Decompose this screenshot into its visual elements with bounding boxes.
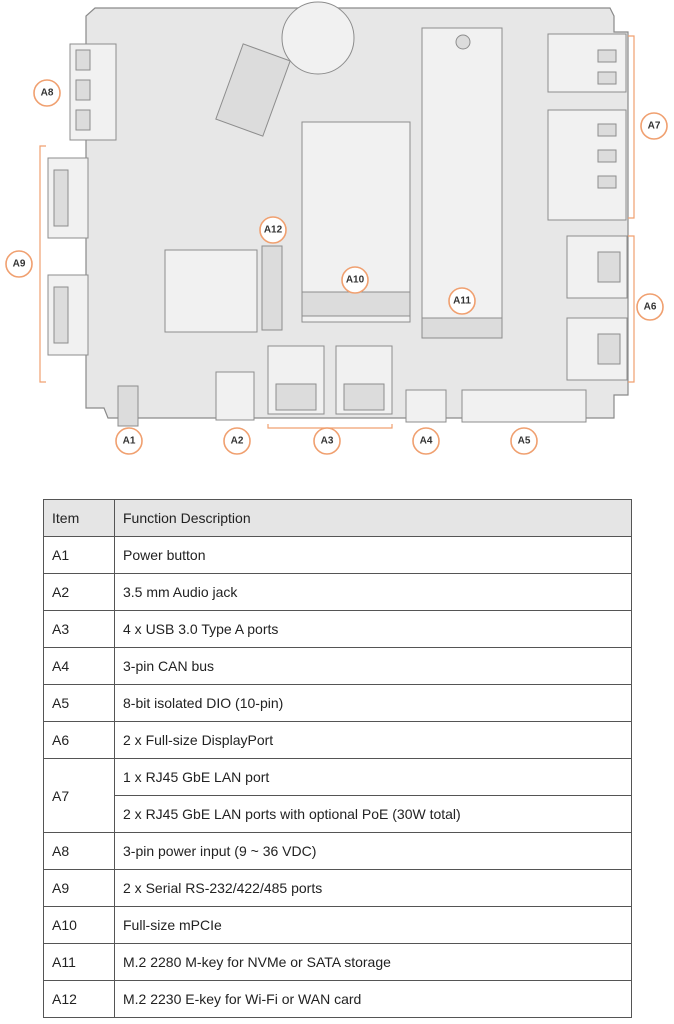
bracket-a7 bbox=[628, 35, 635, 219]
can-bus-connector bbox=[405, 389, 447, 423]
power-button bbox=[117, 385, 139, 427]
m2-2230-slot bbox=[261, 245, 283, 331]
bracket-a3 bbox=[267, 424, 393, 429]
lan-ports bbox=[547, 33, 627, 221]
callout-a8: A8 bbox=[33, 79, 61, 107]
svg-text:A2: A2 bbox=[231, 436, 244, 447]
description-cell: M.2 2280 M-key for NVMe or SATA storage bbox=[114, 943, 632, 981]
callout-a10: A10 bbox=[341, 266, 369, 294]
cpu-heatsink-area bbox=[164, 249, 258, 333]
description-cell: 8-bit isolated DIO (10-pin) bbox=[114, 684, 632, 722]
column-header-description: Function Description bbox=[114, 499, 632, 537]
item-cell: A6 bbox=[43, 721, 115, 759]
callout-a12: A12 bbox=[259, 216, 287, 244]
item-cell: A2 bbox=[43, 573, 115, 611]
item-cell: A12 bbox=[43, 980, 115, 1018]
svg-text:A12: A12 bbox=[264, 225, 283, 236]
board-diagram: A1 A2 A3 A4 A5 A6 A7 A8 A9 A10 A11 A12 bbox=[5, 1, 668, 455]
displayports bbox=[566, 235, 628, 381]
callout-a5: A5 bbox=[510, 427, 538, 455]
item-cell: A1 bbox=[43, 536, 115, 574]
description-cell: 2 x RJ45 GbE LAN ports with optional PoE… bbox=[114, 795, 632, 833]
callout-a3: A3 bbox=[313, 427, 341, 455]
svg-text:A6: A6 bbox=[644, 302, 657, 313]
item-cell: A9 bbox=[43, 869, 115, 907]
item-cell: A4 bbox=[43, 647, 115, 685]
svg-text:A7: A7 bbox=[648, 121, 661, 132]
table-row: 2 x RJ45 GbE LAN ports with optional PoE… bbox=[44, 795, 632, 833]
description-cell: Power button bbox=[114, 536, 632, 574]
svg-text:A1: A1 bbox=[123, 436, 136, 447]
item-cell: A10 bbox=[43, 906, 115, 944]
description-cell: 4 x USB 3.0 Type A ports bbox=[114, 610, 632, 648]
svg-text:A10: A10 bbox=[346, 275, 365, 286]
usb-ports bbox=[267, 345, 393, 415]
item-cell: A7 bbox=[43, 758, 115, 833]
dio-connector bbox=[461, 389, 587, 423]
coin-battery bbox=[281, 1, 355, 75]
svg-text:A8: A8 bbox=[41, 88, 54, 99]
item-cell: A8 bbox=[43, 832, 115, 870]
table-header-row: Item Function Description bbox=[43, 499, 632, 537]
description-cell: 2 x Full-size DisplayPort bbox=[114, 721, 632, 759]
description-cell: 2 x Serial RS-232/422/485 ports bbox=[114, 869, 632, 907]
callout-a6: A6 bbox=[636, 293, 664, 321]
callout-a7: A7 bbox=[640, 112, 668, 140]
m2-2280-module bbox=[421, 27, 503, 329]
item-cell: A11 bbox=[43, 943, 115, 981]
svg-text:A3: A3 bbox=[321, 436, 334, 447]
callout-a9: A9 bbox=[5, 250, 33, 278]
callout-a2: A2 bbox=[223, 427, 251, 455]
item-cell: A3 bbox=[43, 610, 115, 648]
description-cell: 1 x RJ45 GbE LAN port bbox=[114, 758, 632, 796]
callout-a4: A4 bbox=[412, 427, 440, 455]
svg-text:A11: A11 bbox=[453, 296, 471, 307]
bracket-a9 bbox=[39, 145, 46, 383]
callout-a1: A1 bbox=[115, 427, 143, 455]
serial-ports bbox=[47, 157, 89, 356]
description-cell: 3.5 mm Audio jack bbox=[114, 573, 632, 611]
svg-text:A9: A9 bbox=[13, 259, 26, 270]
description-cell: 3-pin power input (9 ~ 36 VDC) bbox=[114, 832, 632, 870]
callout-a11: A11 bbox=[448, 287, 476, 315]
description-cell: M.2 2230 E-key for Wi-Fi or WAN card bbox=[114, 980, 632, 1018]
audio-jack bbox=[215, 371, 255, 421]
column-header-item: Item bbox=[43, 499, 115, 537]
svg-text:A5: A5 bbox=[518, 436, 531, 447]
description-cell: 3-pin CAN bus bbox=[114, 647, 632, 685]
description-cell: Full-size mPCIe bbox=[114, 906, 632, 944]
svg-text:A4: A4 bbox=[420, 436, 433, 447]
bracket-a6 bbox=[628, 235, 635, 383]
item-cell: A5 bbox=[43, 684, 115, 722]
power-input-connector bbox=[69, 43, 117, 141]
